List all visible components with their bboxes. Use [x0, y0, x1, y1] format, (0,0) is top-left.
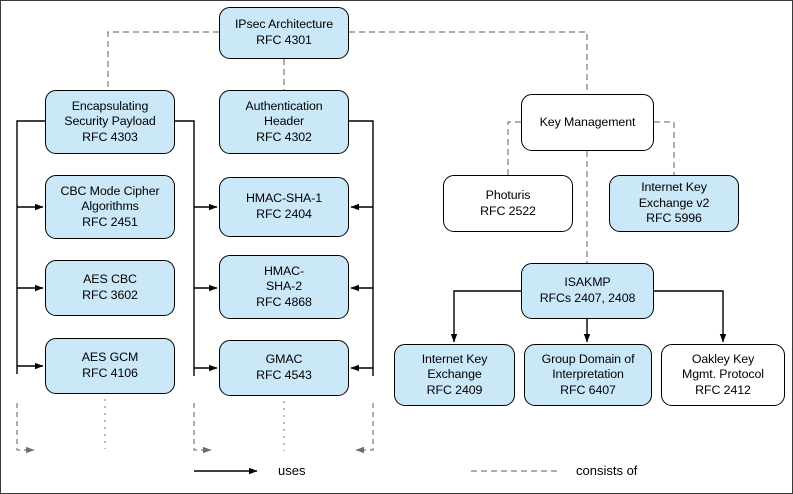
node-oakley-line-1: Mgmt. Protocol: [682, 367, 764, 382]
hint-arrow-middle: [193, 403, 212, 454]
node-photuris-line-0: Photuris: [485, 187, 531, 202]
node-gmac-line-1: RFC 4543: [256, 368, 312, 382]
consists-of-continuation-hints: [104, 399, 285, 451]
node-esp-line-1: Security Payload: [64, 114, 156, 129]
node-cbc-line-1: Algorithms: [81, 199, 139, 214]
node-esp-line-0: Encapsulating: [71, 98, 149, 113]
node-ah-line-1: Header: [263, 114, 305, 129]
node-isakmp-line-0: ISAKMP: [564, 275, 611, 290]
node-hmac2-line-2: RFC 4868: [256, 294, 312, 309]
edge-esp-leftbus: [16, 120, 45, 374]
node-ike-line-1: Exchange: [427, 367, 482, 382]
hint-arrow-left: [16, 403, 35, 454]
node-gmac-line-0: GMAC: [265, 352, 303, 367]
edge-isakmp-oakley: [654, 290, 727, 343]
node-aesgcm-line-0: AES GCM: [81, 350, 139, 365]
edge-ipsec-esp: [107, 31, 219, 90]
uses-edges: [16, 120, 727, 376]
node-ipsec-line-1: RFC 4301: [256, 33, 312, 47]
node-gdoi-line-1: Interpretation: [552, 367, 624, 382]
node-ikev2-line-2: RFC 5996: [646, 211, 702, 226]
node-keymgmt[interactable]: Key Management: [521, 94, 654, 151]
node-ah-line-2: RFC 4302: [256, 129, 312, 144]
consists-of-edges: [107, 31, 675, 263]
node-ike-line-0: Internet Key: [421, 351, 488, 366]
edge-keymgmt-photuris: [507, 121, 521, 175]
node-aesgcm-line-1: RFC 4106: [82, 366, 138, 380]
edge-ah-rightbus: [349, 120, 374, 376]
node-ah-line-0: Authentication: [245, 98, 323, 113]
node-cbc-line-2: RFC 2451: [82, 214, 138, 229]
edge-esp-rightbus: [175, 120, 195, 376]
node-gdoi-line-0: Group Domain of: [541, 351, 635, 366]
node-hmac2-line-1: SHA-2: [266, 279, 302, 294]
hint-arrow-right: [355, 403, 374, 454]
node-ipsec-line-0: IPsec Architecture: [234, 17, 334, 32]
node-isakmp-line-1: RFCs 2407, 2408: [539, 291, 636, 305]
legend-uses-label: uses: [278, 463, 306, 478]
node-ikev2-line-1: Exchange v2: [638, 195, 710, 210]
edge-isakmp-ike: [450, 290, 521, 343]
node-gdoi-line-2: RFC 6407: [560, 382, 616, 397]
node-photuris-line-1: RFC 2522: [480, 203, 536, 218]
node-hmac2-line-0: HMAC-: [263, 263, 305, 278]
node-hmac1-line-0: HMAC-SHA-1: [245, 191, 323, 206]
node-ikev2-line-0: Internet Key: [641, 180, 707, 195]
consists-of-dangling-arrows: [16, 403, 374, 454]
node-aescbc-line-0: AES CBC: [83, 272, 137, 287]
node-oakley-line-0: Oakley Key: [691, 351, 755, 366]
edge-keymgmt-ikev2: [654, 121, 675, 175]
node-hmac1-line-1: RFC 2404: [256, 207, 312, 221]
node-keymgmt-line-0: Key Management: [539, 114, 636, 129]
legend-consists-of-label: consists of: [576, 463, 638, 478]
edge-ipsec-keymgmt: [349, 31, 588, 94]
node-esp-line-2: RFC 4303: [82, 129, 138, 144]
node-oakley-line-2: RFC 2412: [695, 382, 751, 397]
node-ike-line-2: RFC 2409: [426, 382, 483, 397]
node-cbc-line-0: CBC Mode Cipher: [60, 183, 160, 198]
node-aescbc-line-1: RFC 3602: [82, 288, 138, 302]
